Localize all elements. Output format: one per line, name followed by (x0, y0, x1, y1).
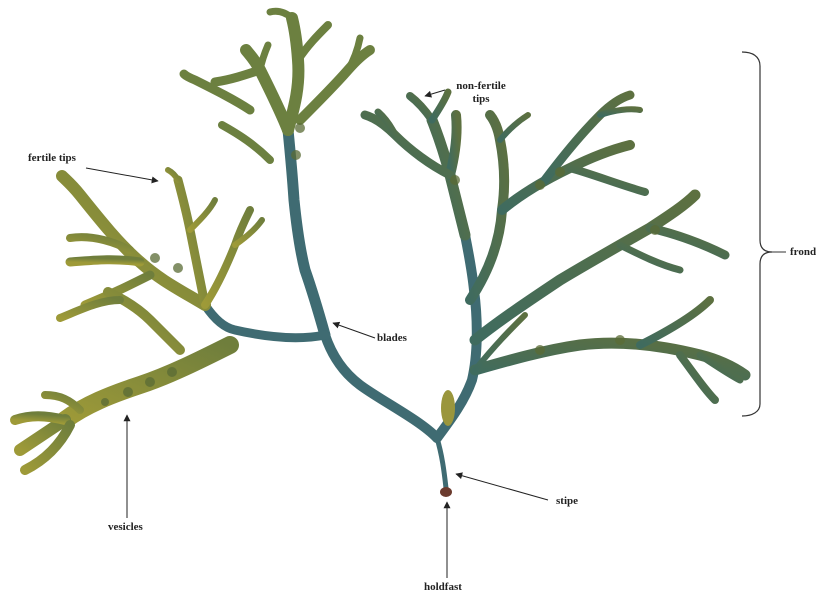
right-fronds (365, 92, 745, 400)
frond-bracket (742, 52, 772, 416)
label-frond: frond (790, 246, 816, 259)
top-left-fronds (184, 11, 370, 160)
holdfast-shape (440, 487, 452, 497)
label-non-fertile-line1: non-fertile (446, 80, 516, 93)
arrow-blades (333, 323, 375, 338)
label-non-fertile-tips: non-fertile tips (446, 80, 516, 106)
stipe-shape (205, 130, 477, 488)
arrow-non-fertile-tips (425, 90, 445, 96)
arrow-stipe (456, 474, 548, 500)
label-fertile-tips: fertile tips (28, 152, 76, 165)
small-blade-shape (441, 390, 455, 426)
label-holdfast: holdfast (424, 581, 462, 594)
label-blades: blades (377, 332, 407, 345)
label-non-fertile-line2: tips (446, 93, 516, 106)
arrow-fertile-tips (86, 168, 158, 181)
label-vesicles: vesicles (108, 521, 143, 534)
left-fronds (15, 170, 262, 470)
label-stipe: stipe (556, 495, 578, 508)
